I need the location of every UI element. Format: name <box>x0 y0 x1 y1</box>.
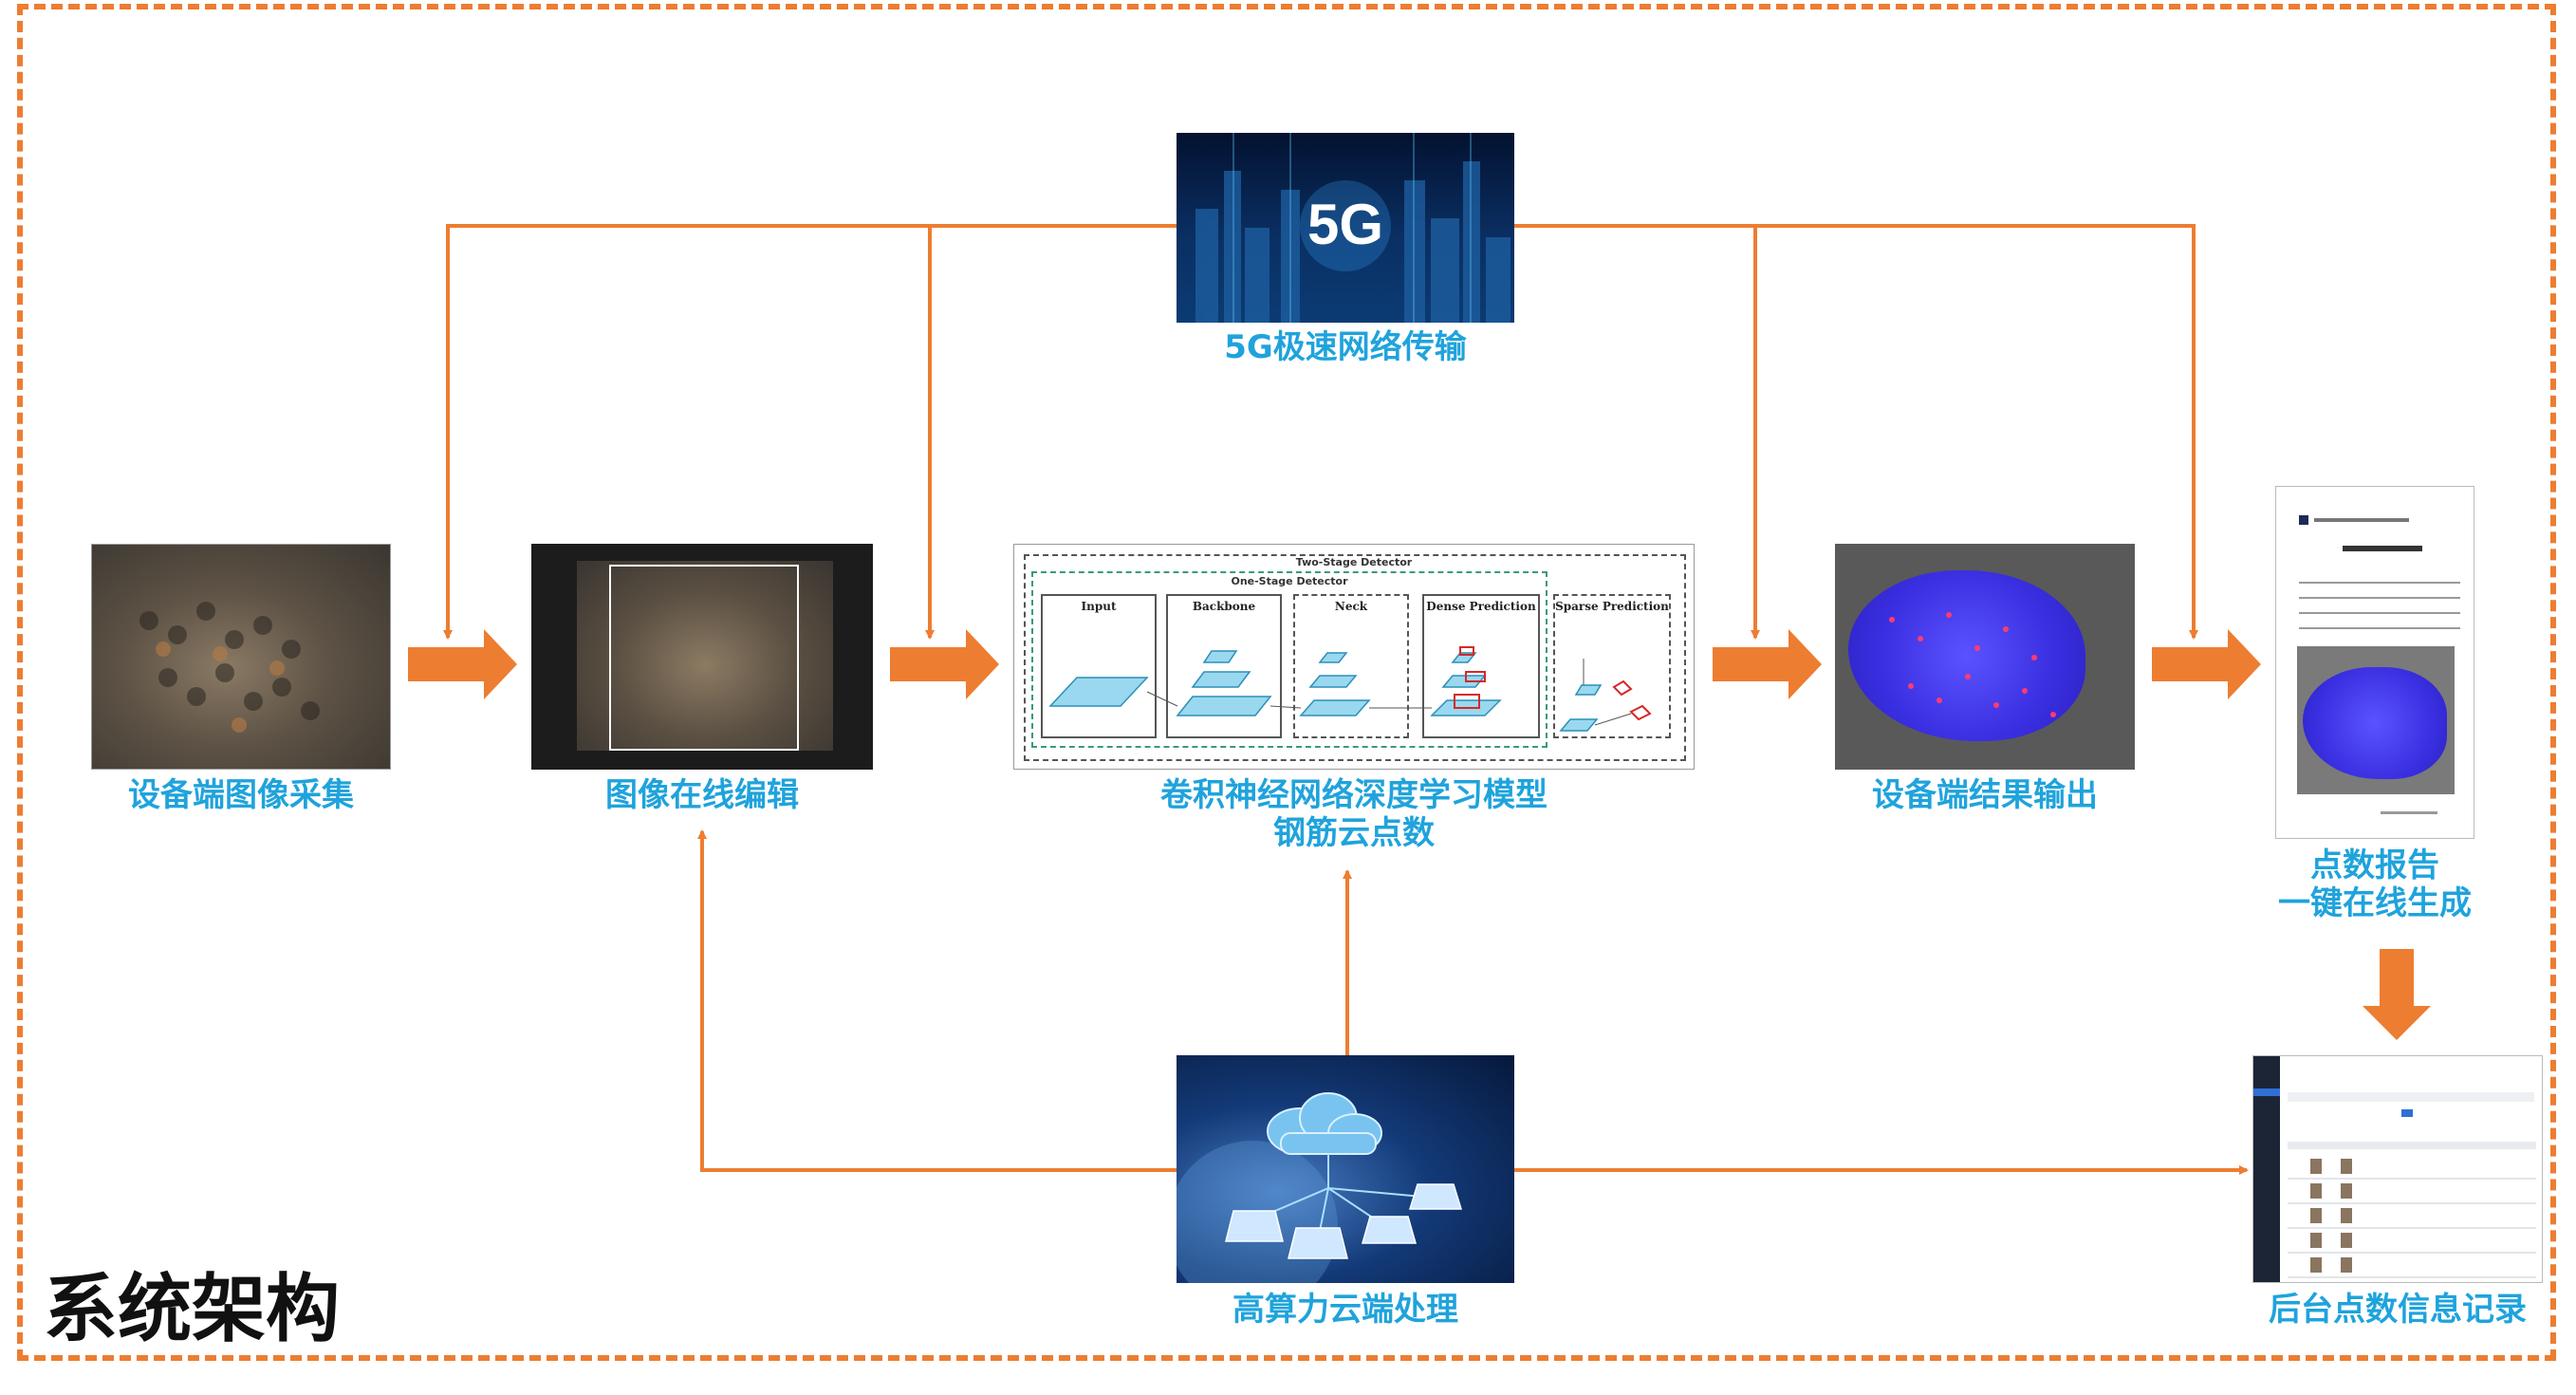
result-output-image <box>1835 544 2135 770</box>
layer-shapes <box>1048 646 1652 732</box>
report-field-lines <box>2299 582 2460 641</box>
two-stage-label: Two-Stage Detector <box>1295 556 1413 568</box>
model-caption-line2: 钢筋云点数 <box>1273 814 1435 852</box>
right-arrow-icon <box>408 629 517 699</box>
dashed-frame <box>17 4 2556 1361</box>
image-edit-screenshot <box>531 544 873 770</box>
laptop-icon <box>1408 1183 1463 1210</box>
backend-table-rows <box>2288 1155 2536 1278</box>
right-arrow-icon <box>890 629 999 699</box>
cloud-network-icon <box>1177 1092 1463 1283</box>
backend-thumbnails-icon <box>2310 1159 2352 1273</box>
network-to-report-line <box>1514 224 2198 640</box>
count-report-document <box>2275 486 2474 839</box>
detection-markers-icon <box>1889 612 2056 717</box>
5g-label: 5G <box>1307 193 1384 256</box>
model-caption-line1: 卷积神经网络深度学习模型 <box>1160 776 1547 814</box>
one-stage-box <box>1031 571 1547 748</box>
two-stage-box <box>1024 554 1686 761</box>
cloud-computing-image <box>1177 1055 1514 1283</box>
right-arrow-icon <box>1713 629 1822 699</box>
laptop-icon <box>1362 1216 1417 1244</box>
laptop-icon <box>1288 1227 1348 1259</box>
backend-caption: 后台点数信息记录 <box>2269 1291 2527 1329</box>
report-caption-line2: 一键在线生成 <box>2278 884 2472 922</box>
rebar-pile-icon <box>139 602 320 733</box>
right-arrow-icon <box>2152 629 2261 699</box>
5g-network-image: 5G <box>1177 133 1514 323</box>
report-header-line <box>2314 518 2409 522</box>
report-caption-line1: 点数报告 <box>2310 846 2439 884</box>
edit-caption: 图像在线编辑 <box>605 776 799 814</box>
crop-area[interactable] <box>609 565 799 751</box>
backend-table-header <box>2288 1142 2536 1149</box>
down-arrow-icon <box>2363 949 2431 1040</box>
network-to-edit-line <box>443 224 1177 640</box>
city-skyline-icon <box>1195 133 1510 323</box>
cloud-caption: 高算力云端处理 <box>1232 1291 1458 1329</box>
sparse-prediction-block: Sparse Prediction <box>1553 594 1671 738</box>
output-caption: 设备端结果输出 <box>1872 776 2098 814</box>
page-title: 系统架构 <box>44 1267 341 1352</box>
backend-search-button[interactable] <box>2401 1109 2413 1117</box>
one-stage-label: One-Stage Detector <box>1231 575 1348 587</box>
input-layer-shape <box>1048 677 1149 707</box>
laptop-icon <box>1225 1210 1284 1242</box>
cloud-to-edit-line <box>697 829 1177 1172</box>
report-photo <box>2297 646 2455 794</box>
backend-sidebar-active-item[interactable] <box>2253 1088 2280 1096</box>
detector-diagram: Two-Stage Detector One-Stage Detector In… <box>1013 544 1695 770</box>
backend-record-screenshot <box>2252 1055 2543 1283</box>
report-logo-icon <box>2299 515 2308 525</box>
detected-pile <box>1848 570 2085 741</box>
input-block: Input <box>1041 594 1157 738</box>
report-title-line <box>2343 546 2422 551</box>
report-signature-line <box>2381 811 2437 814</box>
capture-caption: 设备端图像采集 <box>128 776 354 814</box>
network-caption: 5G极速网络传输 <box>1224 328 1467 366</box>
backend-toolbar <box>2288 1092 2534 1102</box>
edit-photo <box>577 561 833 751</box>
rebar-capture-image <box>91 544 391 770</box>
